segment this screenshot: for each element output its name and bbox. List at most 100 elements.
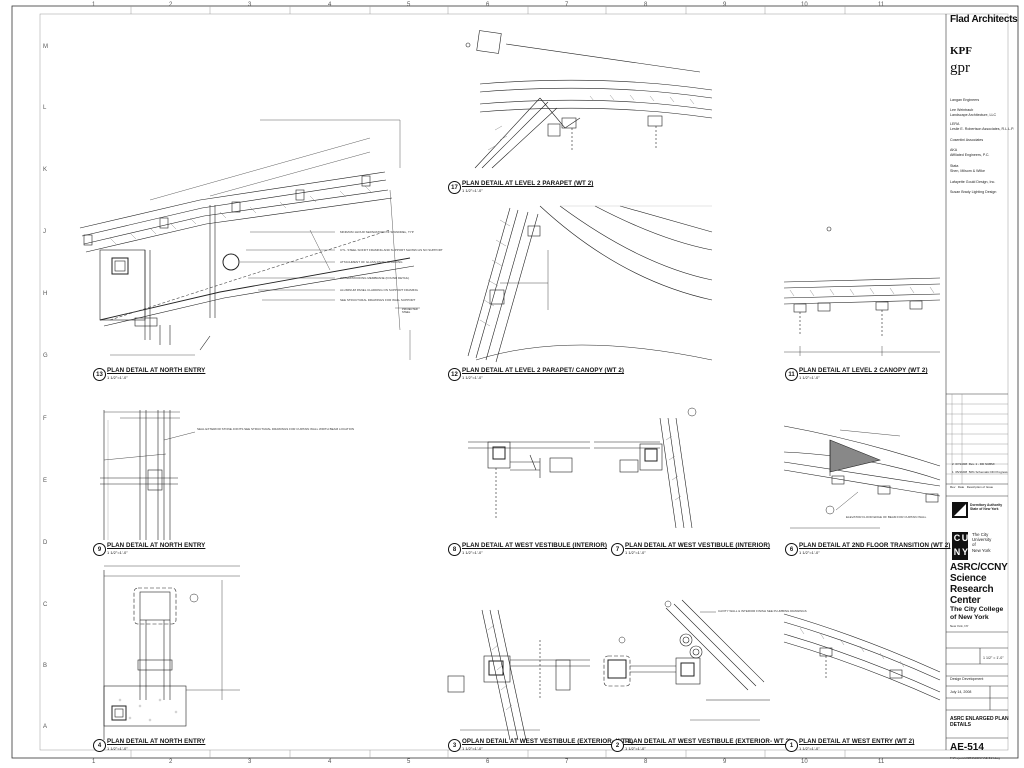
cuny-n: N — [953, 547, 961, 557]
consultant-2: Lee Weintraub Landscape Architecture, LL… — [950, 108, 997, 117]
grid-row-C: C — [43, 602, 48, 608]
college-name: The City College of New York — [950, 606, 1004, 621]
detail-1-drawing — [783, 613, 941, 701]
note-2-1: CAVITY WALL & INTERIOR FINISH SEE PLUMBI… — [718, 609, 807, 613]
detail-3-number: 3 — [448, 739, 461, 752]
detail-11-drawing — [783, 226, 941, 356]
rev-2-desc: Rev. 1 - DD SUBMI — [968, 462, 995, 466]
cuny-letters: C U N Y — [953, 532, 969, 560]
detail-6-drawing — [783, 425, 941, 529]
detail-2-texts: CAVITY WALL & INTERIOR FINISH SEE PLUMBI… — [718, 609, 807, 613]
rev-header-date: Date — [957, 485, 965, 489]
rev-1-row: 1 05/16/08 50% Schematic DD Progress — [952, 470, 1008, 475]
rev-header: Rev Date Description of Issue — [950, 485, 993, 490]
sheet-number: AE-514 — [950, 742, 984, 753]
grid-col-10-bottom: 10 — [801, 759, 808, 765]
detail-2-scale: 1 1/2"=1'-0" — [625, 746, 646, 751]
detail-13-texts: MINIMUM 1HOUR SEPARATION OF SPANDREL, TY… — [340, 230, 443, 302]
detail-9-number: 9 — [93, 543, 106, 556]
detail-17-number: 17 — [448, 181, 461, 194]
detail-17-scale: 1 1/2"=1'-0" — [462, 188, 483, 193]
detail-8-scale: 1 1/2"=1'-0" — [462, 550, 483, 555]
rev-header-rev: Rev — [950, 485, 956, 489]
grid-row-G: G — [43, 353, 48, 359]
note-13-6: SEE STRUCTURAL DRAWINGS FOR WALL SUPPORT — [340, 298, 416, 302]
detail-9-title: PLAN DETAIL AT NORTH ENTRY — [107, 542, 206, 549]
drawing-frame — [39, 13, 1009, 751]
issue-date: July 14, 2008 — [950, 690, 972, 694]
rev-2-no: 2 — [952, 462, 954, 466]
grid-col-1: 1 — [92, 2, 96, 8]
detail-7-title: PLAN DETAIL AT WEST VESTIBULE (INTERIOR) — [625, 542, 771, 549]
consultant-6: Stata Shen, Milsom & Wilke — [950, 164, 985, 173]
detail-13-title: PLAN DETAIL AT NORTH ENTRY — [107, 367, 206, 374]
grid-row-A: A — [43, 724, 48, 730]
cuny-u: U — [961, 533, 969, 543]
detail-12-scale: 1 1/2"=1'-0" — [462, 375, 483, 380]
detail-12-drawing — [467, 205, 713, 363]
grid-col-1-bottom: 1 — [92, 759, 96, 765]
grid-row-M: M — [43, 44, 48, 50]
rev-2-row: 2 07/14/08 Rev. 1 - DD SUBMI — [952, 462, 994, 467]
cuny-name: The City University of New York — [972, 532, 992, 553]
note-13-3: ATTACHMENT OF GLASS PANEL CLADDING — [340, 260, 403, 264]
grid-col-8-bottom: 8 — [644, 759, 648, 765]
project-name: ASRC/CCNY Science Research Center — [950, 562, 1008, 606]
detail-13-scale: 1 1/2"=1'-0" — [107, 375, 128, 380]
grid-col-3-bottom: 3 — [248, 759, 252, 765]
grid-row-H: H — [43, 291, 48, 297]
sheet-border — [11, 5, 1019, 759]
consultant-3: LERA Leslie E. Robertson Associates, R.L… — [950, 122, 1015, 131]
detail-6-scale: 1 1/2"=1'-0" — [799, 550, 820, 555]
consultant-7: Lafayette Gould Design, Inc. — [950, 180, 996, 184]
detail-4-title: PLAN DETAIL AT NORTH ENTRY — [107, 738, 206, 745]
consultant-1: Langan Engineers — [950, 98, 980, 102]
grid-col-9-bottom: 9 — [723, 759, 727, 765]
detail-8-drawing — [468, 441, 590, 520]
note-13-4: WATERPROOFING MEMBRANE (FOUND DETAIL) — [340, 276, 409, 280]
grid-row-J: J — [43, 229, 46, 235]
detail-4-drawing — [103, 565, 240, 740]
grid-col-11-bottom: 11 — [878, 759, 885, 765]
sheet-title: ASRC ENLARGED PLAN DETAILS — [950, 716, 1009, 728]
grid-row-E: E — [43, 478, 48, 484]
consultant-4: Cosentini Associates — [950, 138, 984, 142]
detail-4-scale: 1 1/2"=1'-0" — [107, 746, 128, 751]
grid-row-D: D — [43, 540, 48, 546]
grid-col-2-bottom: 2 — [169, 759, 173, 765]
detail-3-scale: 1 1/2"=1'-0" — [462, 746, 483, 751]
title-block-frame — [945, 14, 1008, 750]
dasny-name: Dormitory Authority State of New York — [970, 503, 1003, 511]
grid-col-11: 11 — [878, 2, 885, 8]
dasny-logo — [952, 502, 968, 518]
detail-12-title: PLAN DETAIL AT LEVEL 2 PARAPET/ CANOPY (… — [462, 367, 625, 374]
detail-12-number: 12 — [448, 368, 461, 381]
detail-6-number: 6 — [785, 543, 798, 556]
detail-11-title: PLAN DETAIL AT LEVEL 2 CANOPY (WT 2) — [799, 367, 928, 374]
note-9-1: SEAL EXTERIOR STONE JOINTS SEE STRUCTURA… — [197, 427, 354, 431]
detail-1-title: PLAN DETAIL AT WEST ENTRY (WT 2) — [799, 738, 915, 745]
detail-11-number: 11 — [785, 368, 798, 381]
detail-1-scale: 1 1/2"=1'-0" — [799, 746, 820, 751]
grid-col-7-bottom: 7 — [565, 759, 569, 765]
detail-6-title: PLAN DETAIL AT 2ND FLOOR TRANSITION (WT … — [799, 542, 951, 549]
grid-row-B: B — [43, 663, 48, 669]
detail-2-drawing — [618, 599, 770, 721]
detail-6-texts: ELEVATOR FLOOR EDGE OF BEAM FOR CURTAIN … — [846, 515, 927, 519]
detail-2-number: 2 — [611, 739, 624, 752]
grid-row-F: F — [43, 416, 47, 422]
grid-row-L: L — [43, 105, 47, 111]
detail-8-number: 8 — [448, 543, 461, 556]
grid-col-7: 7 — [565, 2, 569, 8]
detail-9-scale: 1 1/2"=1'-0" — [107, 550, 128, 555]
detail-11-scale: 1 1/2"=1'-0" — [799, 375, 820, 380]
grid-col-2: 2 — [169, 2, 173, 8]
cuny-c: C — [953, 533, 961, 543]
detail-3-drawing — [447, 609, 631, 741]
rev-1-no: 1 — [952, 470, 954, 474]
detail-17-title: PLAN DETAIL AT LEVEL 2 PARAPET (WT 2) — [462, 180, 594, 187]
detail-3-title: OPLAN DETAIL AT WEST VESTIBULE (EXTERIOR… — [462, 738, 634, 745]
project-location: New York, NY — [950, 624, 969, 628]
grid-col-5-bottom: 5 — [407, 759, 411, 765]
